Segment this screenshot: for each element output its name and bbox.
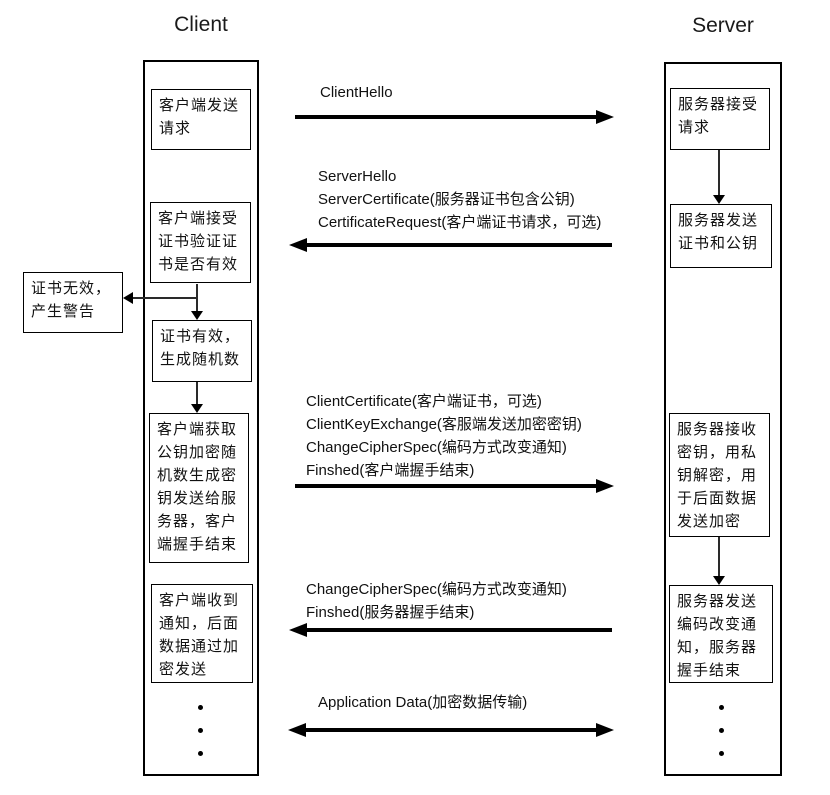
message-arrow-right [295,484,596,488]
message-line: ServerHello [318,168,397,185]
message-line: Application Data(加密数据传输) [318,694,528,711]
arrow-down-icon [713,576,725,585]
arrow-down-icon [191,404,203,413]
client-step-send-request: 客户端发送请求 [151,89,251,150]
arrowhead-left-icon [289,238,307,252]
message-line: ClientKeyExchange(客服端发送加密密钥) [306,416,582,433]
client-step-encrypt-key: 客户端获取公钥加密随机数生成密钥发送给服务器，客户端握手结束 [149,413,249,563]
message-server-finished: ChangeCipherSpec(编码方式改变通知) Finshed(服务器握手… [306,578,567,624]
client-flow-line-valid-to-encrypt [196,382,198,405]
server-step-accept-request: 服务器接受请求 [670,88,770,150]
arrowhead-left-icon [288,723,306,737]
client-step-cert-valid: 证书有效，生成随机数 [152,320,252,382]
continuation-dot [719,728,724,733]
continuation-dot [198,728,203,733]
message-line: ClientCertificate(客户端证书，可选) [306,393,542,410]
client-step-receive-notice: 客户端收到通知，后面数据通过加密发送 [151,584,253,683]
warning-box: 证书无效，产生警告 [23,272,123,333]
message-server-hello: ServerHello ServerCertificate(服务器证书包含公钥)… [318,165,601,234]
message-arrow-left [307,628,612,632]
client-flow-line-to-warning [133,297,197,299]
message-application-data: Application Data(加密数据传输) [318,691,527,714]
server-step-receive-key: 服务器接收密钥，用私钥解密，用于后面数据发送加密 [669,413,770,537]
arrowhead-right-icon [596,110,614,124]
message-arrow-left [307,243,612,247]
message-line: ServerCertificate(服务器证书包含公钥) [318,191,575,208]
arrow-left-icon [123,292,133,304]
message-line: ChangeCipherSpec(编码方式改变通知) [306,581,567,598]
continuation-dot [198,751,203,756]
message-line: CertificateRequest(客户端证书请求，可选) [318,214,602,231]
message-line: Finshed(客户端握手结束) [306,462,475,479]
message-arrow-both [306,728,596,732]
message-arrow-right [295,115,596,119]
server-flow-line-key-to-finish [718,537,720,577]
server-step-finish: 服务器发送编码改变通知，服务器握手结束 [669,585,773,683]
message-client-hello: ClientHello [320,81,393,104]
server-flow-line-accept-to-send [718,150,720,196]
continuation-dot [719,705,724,710]
arrowhead-right-icon [596,723,614,737]
server-title: Server [692,14,754,37]
server-step-send-cert: 服务器发送证书和公钥 [670,204,772,268]
message-line: ClientHello [320,84,393,101]
arrowhead-left-icon [289,623,307,637]
message-client-key-exchange: ClientCertificate(客户端证书，可选) ClientKeyExc… [306,390,582,482]
continuation-dot [719,751,724,756]
message-line: Finshed(服务器握手结束) [306,604,475,621]
message-line: ChangeCipherSpec(编码方式改变通知) [306,439,567,456]
client-step-verify-cert: 客户端接受证书验证证书是否有效 [150,202,251,283]
arrow-down-icon [713,195,725,204]
client-title: Client [174,13,228,36]
arrow-down-icon [191,311,203,320]
arrowhead-right-icon [596,479,614,493]
continuation-dot [198,705,203,710]
